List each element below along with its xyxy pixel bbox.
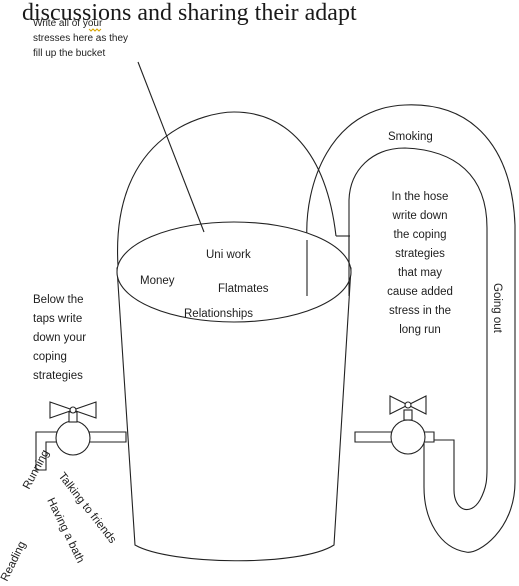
right-tap-handle-hub <box>405 402 411 408</box>
spellcheck-underline <box>89 29 101 31</box>
bucket-instruction-line: stresses here as they <box>33 33 128 44</box>
hose-strategy-going-out: Going out <box>491 283 503 334</box>
taps-instruction-line: coping <box>33 351 67 363</box>
taps-instructions: Below the taps write down your coping st… <box>33 294 86 382</box>
hose-instruction-line: In the hose <box>392 191 449 203</box>
hose-instruction-line: write down <box>392 210 448 222</box>
bucket-rim <box>117 222 351 322</box>
stress-flatmates: Flatmates <box>218 283 269 295</box>
tap-strategy-reading: Reading <box>0 540 28 584</box>
instruction-arrow <box>138 62 204 232</box>
left-tap-handle-hub <box>70 407 76 413</box>
taps-instruction-line: taps write <box>33 313 82 325</box>
right-tap-stem <box>404 410 412 420</box>
taps-instruction-line: Below the <box>33 294 84 306</box>
right-tap-valve <box>391 420 425 454</box>
taps-instruction-line: down your <box>33 332 86 344</box>
bucket-instruction-line: Write all of your <box>33 18 103 29</box>
hose-strategy-smoking: Smoking <box>388 131 433 143</box>
stress-relationships: Relationships <box>184 308 253 320</box>
hose-instruction-line: the coping <box>393 229 446 241</box>
bucket-instruction-line: fill up the bucket <box>33 48 105 59</box>
hose-instruction-line: stress in the <box>389 305 451 317</box>
taps-instruction-line: strategies <box>33 370 83 382</box>
hose-instruction-line: cause added <box>387 286 453 298</box>
left-tap-valve <box>56 421 90 455</box>
hose-instruction-line: that may <box>398 267 442 279</box>
left-tap <box>36 402 126 470</box>
stress-uni-work: Uni work <box>206 249 251 261</box>
tap-strategies: Running Talking to friends Having a bath… <box>0 448 118 583</box>
stress-money: Money <box>140 275 175 287</box>
hose-instruction-line: long run <box>399 324 441 336</box>
right-tap <box>355 396 434 454</box>
hose-instructions: In the hose write down the coping strate… <box>387 191 453 336</box>
hose-instruction-line: strategies <box>395 248 445 260</box>
